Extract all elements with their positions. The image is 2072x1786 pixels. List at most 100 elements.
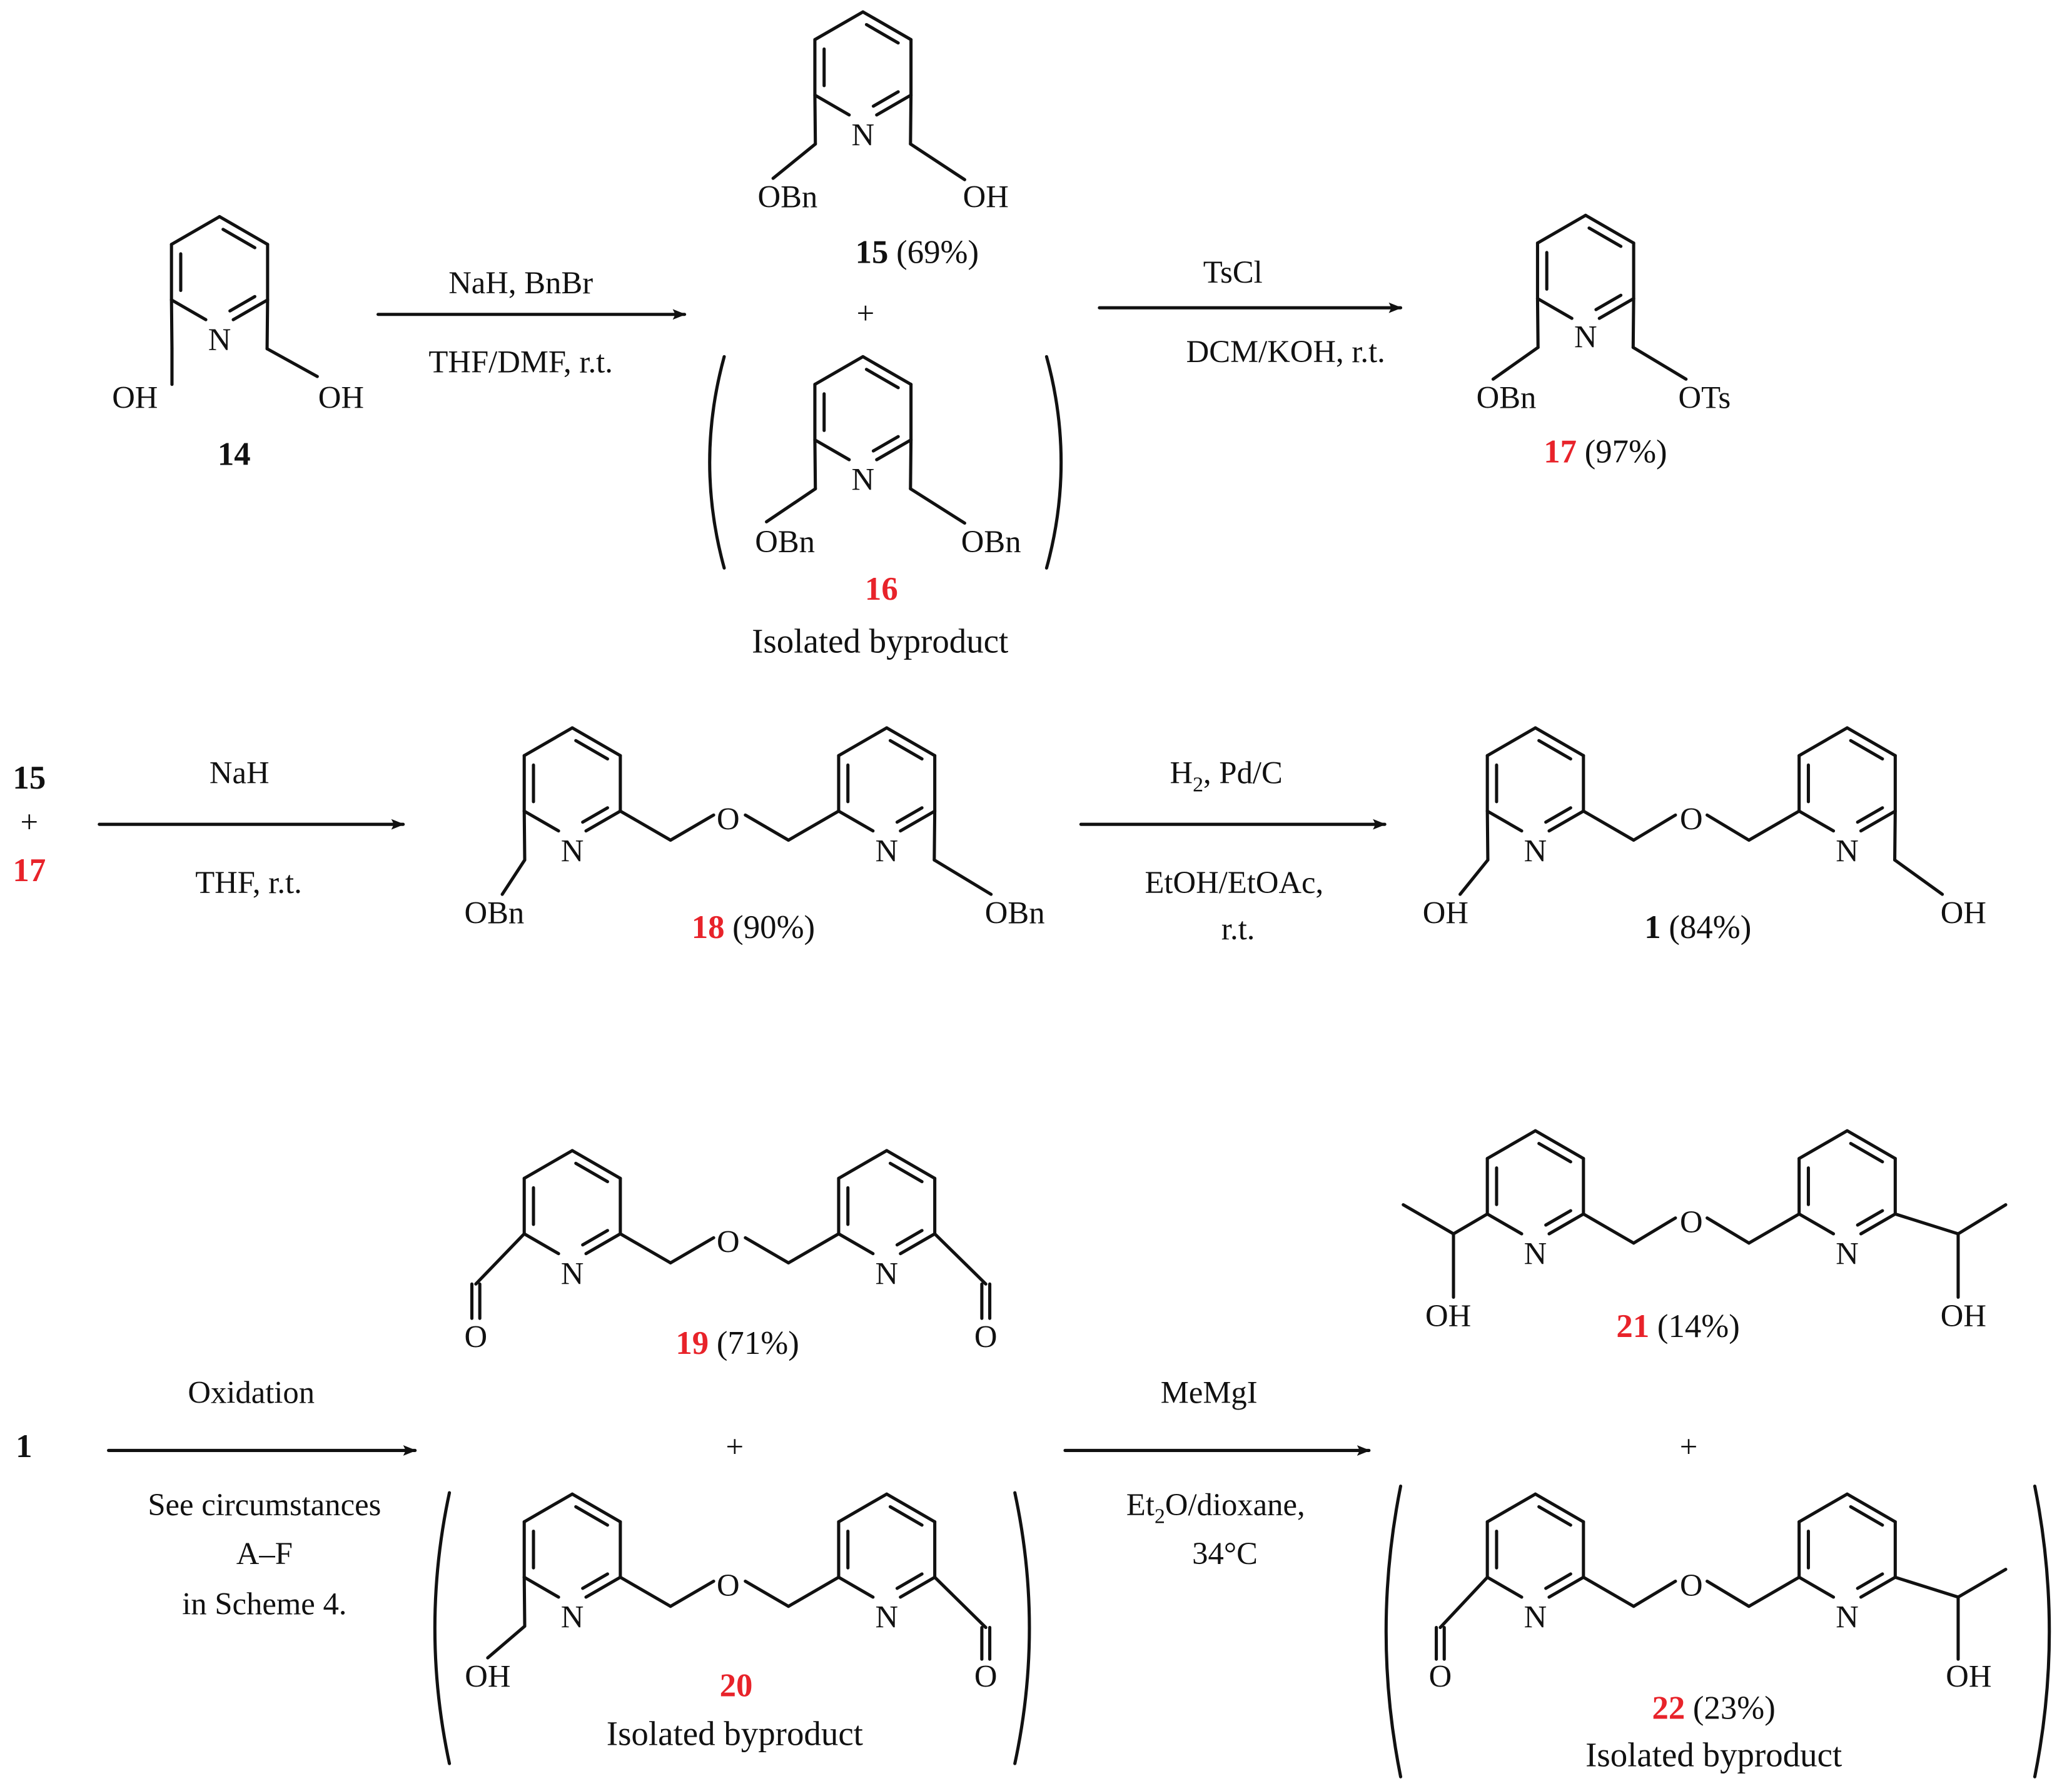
compound-14: N OH OH 14 [112,322,364,473]
byproduct-note: Isolated byproduct [752,622,1008,660]
bracket-right [2033,1484,2051,1778]
atom-n: N [1836,1600,1859,1635]
ch2-bond [169,298,174,351]
ring-bond [813,93,851,117]
reaction-arrow-6: MeMgI Et2O/dioxane, 34°C [1126,1375,1305,1571]
ring-bond [584,1232,622,1256]
ring-bond [885,1492,937,1524]
ring-bond [522,1232,560,1256]
ether-bond [787,1232,841,1265]
reagent-bottom: 34°C [1192,1536,1258,1571]
ring-bond [1584,213,1635,245]
ring-bond [861,355,913,386]
reagent-top: Oxidation [188,1375,315,1410]
ring-bond [899,1575,937,1599]
ether-bond [1706,1216,1751,1245]
plus-sign: + [726,1429,744,1464]
ring-bond [837,726,889,757]
plus-sign: + [21,804,39,839]
atom-oh: OH [1941,1298,1986,1333]
compound-label: 17 [13,852,46,889]
ring-double-bond [888,1161,924,1184]
atom-n: N [851,117,874,152]
ring-bond [837,1149,889,1180]
ring-bond [837,1492,889,1524]
ring-double-bond [864,23,900,45]
bracket-right [1013,1491,1031,1765]
ring-double-bond [1849,739,1884,761]
ch2-bond [1631,296,1635,350]
compound-label: 14 [218,436,251,473]
ring-bond [522,726,574,757]
ring-bond [1845,1129,1897,1161]
ether-bond [1632,813,1677,842]
ch2-bond [1893,858,1944,896]
atom-oh: OH [465,1659,510,1694]
reaction-arrow-2: TsCl DCM/KOH, r.t. [1186,255,1385,369]
ether-bond [1706,813,1751,842]
ring-double-bond [1856,1572,1884,1590]
ring-double-bond [895,1572,924,1590]
ring-double-bond [581,1229,609,1247]
compound-label: 16 [865,571,898,607]
ether-bond [1582,1575,1635,1608]
ring-bond [1845,726,1897,757]
carbinol-bond [1893,1575,1960,1599]
ring-bond [584,809,622,833]
ether-bond [1747,1212,1801,1245]
ring-bond [813,438,851,462]
reagent-top: TsCl [1203,255,1263,290]
ring-bond [1547,809,1585,833]
ring-bond [1485,809,1524,833]
atom-o: O [974,1319,998,1355]
ring-double-bond [864,368,900,390]
ring-double-bond [1544,1209,1572,1227]
ring-bond [1547,1212,1585,1236]
aldehyde-bond [1438,1575,1489,1630]
atom-n: N [1524,833,1547,868]
compound-1: N O N OH OH 1(84%) [1423,802,1986,946]
ring-bond [1535,296,1574,320]
atom-n: N [1836,833,1859,868]
atom-n: N [1836,1236,1859,1271]
atom-n: N [208,322,231,357]
ether-bond [787,809,841,842]
reagent-bottom: EtOH/EtOAc, [1145,865,1323,900]
ch2-bond [265,347,319,378]
atom-o: O [717,1568,740,1603]
ring-double-bond [574,1505,609,1527]
compound-label: 20 [720,1667,753,1703]
compound-17: N OBn OTs 17(97%) [1477,320,1731,470]
bond-lines [98,10,2051,1778]
ch2-bond [522,1575,527,1628]
atom-o: O [465,1319,488,1355]
ring-double-bond [1544,1572,1572,1590]
atom-n: N [561,1600,584,1635]
ring-bond [218,214,270,246]
ring-bond [570,1492,622,1524]
ring-double-bond [1849,1505,1884,1527]
atom-obn: OBn [757,179,817,214]
reaction-arrow-1: NaH, BnBr THF/DMF, r.t. [428,265,613,380]
reagent-bottom: A–F [236,1536,293,1571]
ring-bond [875,93,913,117]
ether-bond [619,1575,672,1608]
reaction-arrow-4: H2, Pd/C EtOH/EtOAc, r.t. [1145,755,1323,946]
ring-double-bond [895,806,924,824]
atom-o: O [717,802,740,837]
ch2-bond [1535,296,1540,350]
aldehyde-bond [933,1232,988,1286]
atom-n: N [875,833,898,868]
reagent-top: NaH, BnBr [448,265,593,300]
ch2-bond [1485,809,1490,862]
atom-o: O [1680,1204,1703,1239]
ring-double-bond [888,739,924,761]
ch2-bond [909,142,966,181]
reaction-arrow-5: Oxidation See circumstances A–F in Schem… [148,1375,381,1621]
ether-bond [744,1580,791,1608]
atom-n: N [1524,1236,1547,1271]
atom-n: N [561,833,584,868]
ring-bond [1597,296,1635,320]
ring-bond [1797,1129,1849,1161]
bracket-right [1044,355,1063,570]
